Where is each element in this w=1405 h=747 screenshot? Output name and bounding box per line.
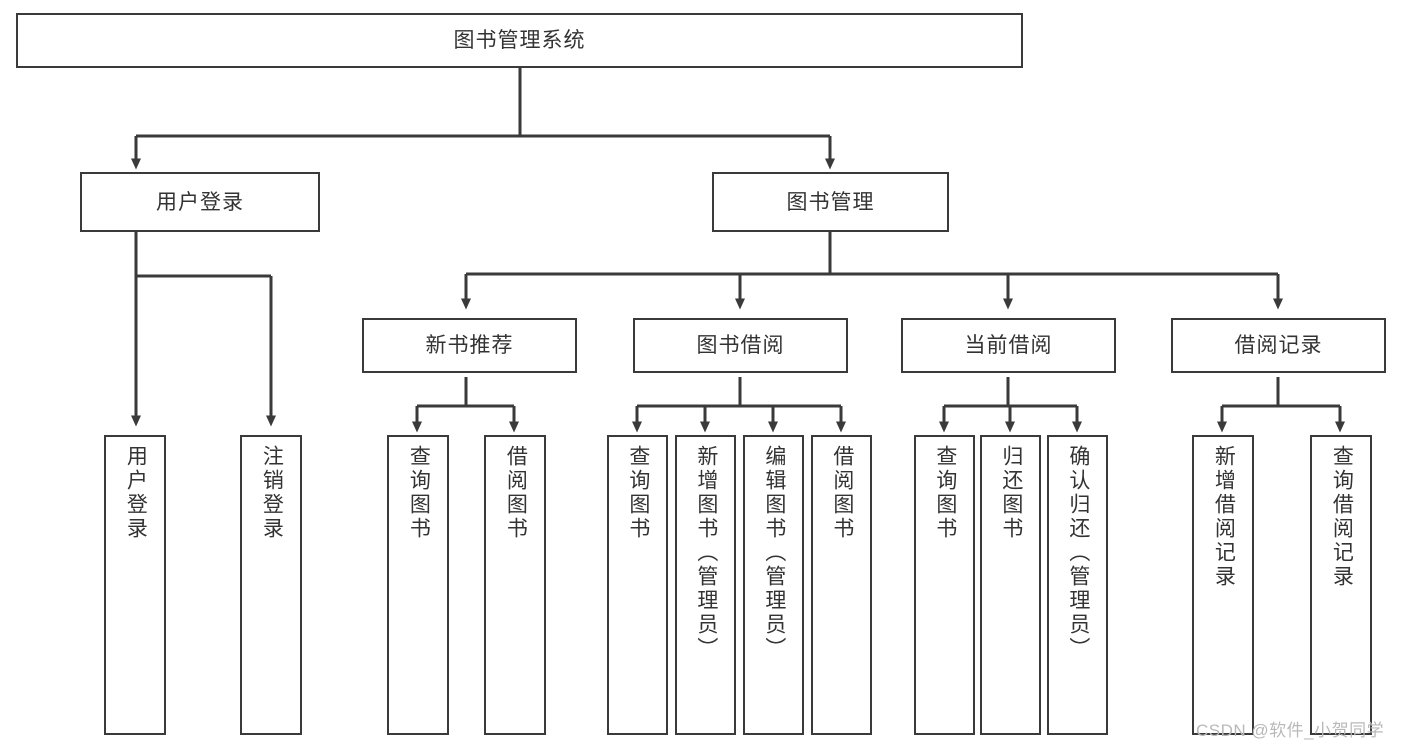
leaf-logout-label: 注销登录 — [260, 445, 284, 541]
leaf-borrow-book-recommend[interactable]: 借阅图书 — [484, 435, 546, 735]
node-new-book-recommend-label: 新书推荐 — [425, 334, 514, 357]
leaf-user-login[interactable]: 用户登录 — [104, 435, 166, 735]
node-book-borrow[interactable]: 图书借阅 — [633, 318, 848, 373]
node-current-borrow-label: 当前借阅 — [964, 334, 1053, 357]
leaf-query-book-borrow[interactable]: 查询图书 — [607, 435, 668, 735]
leaf-query-book-current[interactable]: 查询图书 — [914, 435, 975, 735]
leaf-query-borrow-record[interactable]: 查询借阅记录 — [1310, 435, 1372, 735]
node-book-management-label: 图书管理 — [786, 190, 875, 214]
leaf-add-borrow-record-label: 新增借阅记录 — [1212, 445, 1236, 589]
leaf-query-book-current-label: 查询图书 — [933, 445, 957, 541]
leaf-edit-book-admin[interactable]: 编辑图书（管理员） — [743, 435, 804, 735]
leaf-edit-book-admin-label: 编辑图书（管理员） — [762, 445, 786, 661]
node-user-login[interactable]: 用户登录 — [80, 172, 320, 232]
node-new-book-recommend[interactable]: 新书推荐 — [362, 318, 577, 373]
node-user-login-label: 用户登录 — [156, 190, 244, 214]
leaf-return-book-label: 归还图书 — [999, 445, 1023, 541]
leaf-add-book-admin-label: 新增图书（管理员） — [694, 445, 718, 661]
leaf-borrow-book[interactable]: 借阅图书 — [811, 435, 872, 735]
node-book-borrow-label: 图书借阅 — [696, 334, 785, 357]
leaf-user-login-label: 用户登录 — [124, 445, 148, 541]
leaf-query-book-recommend[interactable]: 查询图书 — [387, 435, 449, 735]
leaf-query-book-borrow-label: 查询图书 — [626, 445, 650, 541]
node-borrow-records-label: 借阅记录 — [1234, 334, 1323, 357]
leaf-return-book[interactable]: 归还图书 — [980, 435, 1041, 735]
leaf-add-borrow-record[interactable]: 新增借阅记录 — [1192, 435, 1254, 735]
leaf-add-book-admin[interactable]: 新增图书（管理员） — [675, 435, 736, 735]
node-root[interactable]: 图书管理系统 — [16, 13, 1023, 68]
leaf-borrow-book-recommend-label: 借阅图书 — [504, 445, 528, 541]
leaf-confirm-return-admin-label: 确认归还（管理员） — [1066, 445, 1090, 661]
node-root-label: 图书管理系统 — [453, 29, 586, 52]
node-borrow-records[interactable]: 借阅记录 — [1171, 318, 1386, 373]
node-current-borrow[interactable]: 当前借阅 — [901, 318, 1116, 373]
csdn-watermark: CSDN @软件_小贺同学 — [1196, 721, 1385, 740]
leaf-confirm-return-admin[interactable]: 确认归还（管理员） — [1047, 435, 1108, 735]
leaf-borrow-book-label: 借阅图书 — [830, 445, 854, 541]
leaf-query-book-recommend-label: 查询图书 — [407, 445, 431, 541]
node-book-management[interactable]: 图书管理 — [712, 172, 949, 232]
leaf-logout[interactable]: 注销登录 — [240, 435, 302, 735]
leaf-query-borrow-record-label: 查询借阅记录 — [1330, 445, 1354, 589]
